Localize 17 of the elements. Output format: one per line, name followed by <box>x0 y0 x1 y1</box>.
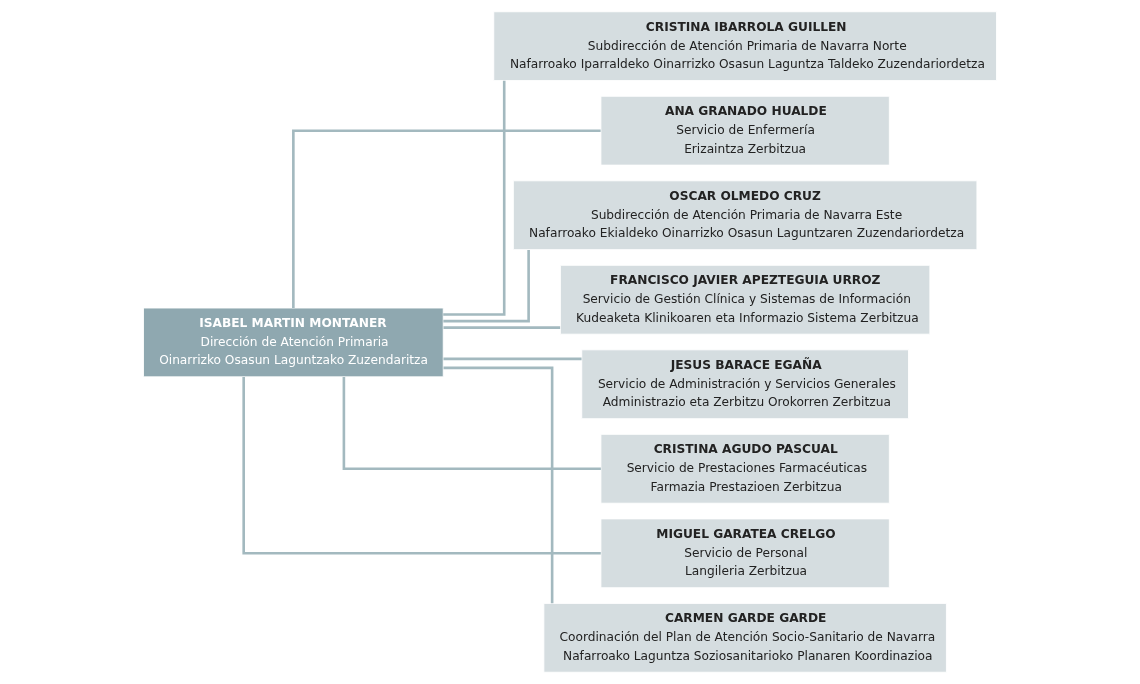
node-box: CRISTINA IBARROLA GUILLEN Subdirección de Atención Primaria de Navarra Norte Nafarroako Iparraldeko Oinarrizko Osasun Laguntza Taldeko Zuzendariordetza <box>493 11 997 82</box>
node-box: ANA GRANADO HUALDE Servicio de Enfermería Erizaintza Zerbitzua <box>600 95 890 166</box>
connector <box>342 376 601 471</box>
connector <box>443 249 530 323</box>
node-box: JESUS BARACE EGAÑA Servicio de Administración y Servicios Generales Administrazio eta Zerbitzu Orokorren Zerbitzua <box>581 349 909 420</box>
node-box: ISABEL MARTIN MONTANER Dirección de Atención Primaria Oinarrizko Osasun Laguntzako Zuzendaritza <box>143 307 444 378</box>
node-box: CARMEN GARDE GARDE Coordinación del Plan de Atención Socio-Sanitario de Navarra Nafarroako Laguntza Soziosanitarioko Planaren Koordinazioa <box>543 602 947 673</box>
node-box: CRISTINA AGUDO PASCUAL Servicio de Prestaciones Farmacéuticas Farmazia Prestazioen Zerbitzua <box>600 433 890 504</box>
connector <box>242 377 601 555</box>
connector <box>443 357 582 361</box>
connector <box>443 80 506 316</box>
connector <box>292 129 601 308</box>
node-box: OSCAR OLMEDO CRUZ Subdirección de Atención Primaria de Navarra Este Nafarroako Ekialdeko Oinarrizko Osasun Laguntzaren Zuzendariordetza <box>512 180 978 251</box>
node-box: FRANCISCO JAVIER APEZTEGUIA URROZ Servicio de Gestión Clínica y Sistemas de Información Kudeaketa Klinikoaren eta Informazio Sistema Zerbitzua <box>560 264 931 335</box>
connector <box>443 366 554 604</box>
node-box: MIGUEL GARATEA CRELGO Servicio de Personal Langileria Zerbitzua <box>600 518 890 589</box>
connector <box>443 326 561 329</box>
